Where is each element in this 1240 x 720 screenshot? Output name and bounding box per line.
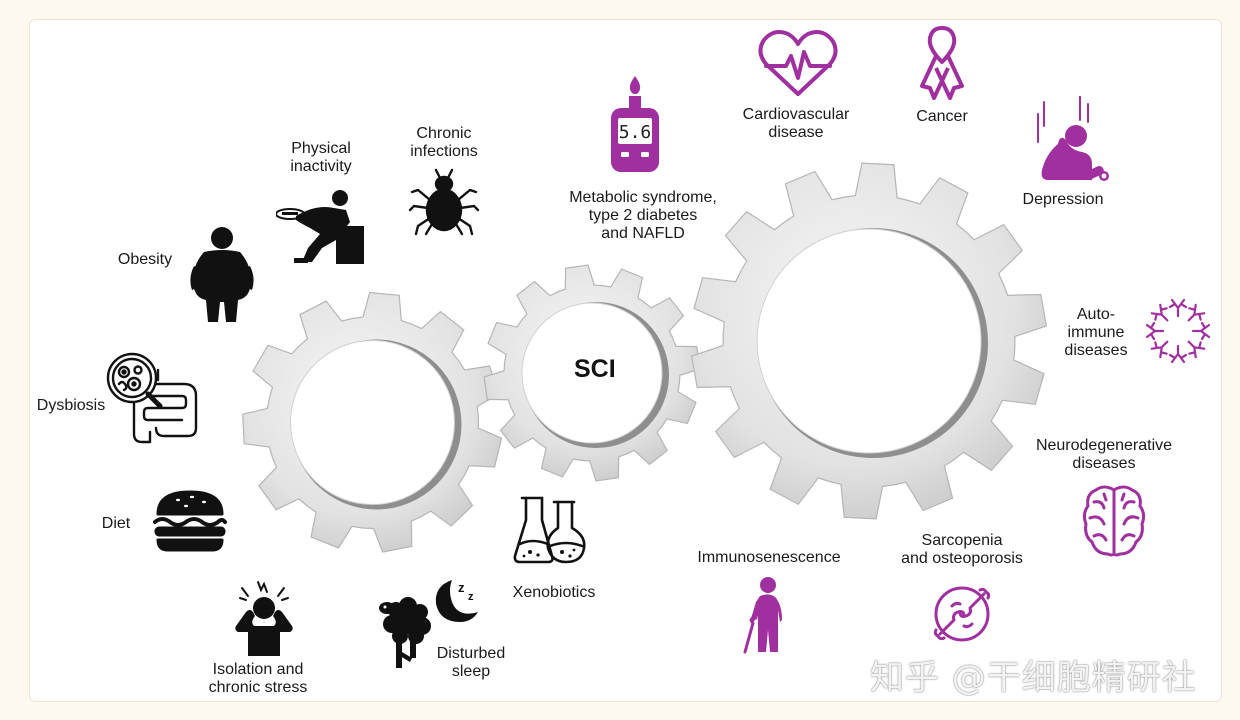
antibody-icon [1168,344,1188,364]
antibody-icon [1191,321,1211,341]
brain-icon [1082,485,1146,557]
elderly-person-icon [743,577,782,654]
stressed-person-icon [235,581,293,656]
label-diet: Diet [101,515,131,532]
label-dysbiosis: Dysbiosis [36,397,106,414]
svg-text:z: z [468,591,474,603]
label-metabolic: Metabolic syndrome, type 2 diabetes and … [569,189,717,242]
left-gear [242,291,503,553]
tick-icon [408,168,480,236]
label-neurodegenerative: Neurodegenerative diseases [1035,437,1173,472]
label-immunosenescence: Immunosenescence [697,549,841,566]
awareness-ribbon-icon [920,26,964,100]
glucometer-reading: 5.6 [619,122,652,143]
moon-icon: z z [435,580,478,622]
label-physical-inactivity: Physical inactivity [290,140,352,175]
antibody-icon [1150,340,1169,359]
label-autoimmune: Auto- immune diseases [1064,306,1128,359]
antibody-icon [1187,340,1206,359]
gear-hole [521,302,663,444]
glucometer-icon: 5.6 [611,76,659,172]
antibody-icon [1168,298,1188,318]
label-sarcopenia: Sarcopenia and osteoporosis [901,532,1023,567]
bone-joint-icon [933,586,991,642]
heart-pulse-icon [758,30,838,96]
sheep-icon [379,597,431,668]
watermark: 知乎 @干细胞精研社 [870,658,1197,698]
label-disturbed-sleep: Disturbed sleep [436,645,506,680]
obese-person-icon [190,227,254,322]
label-cardiovascular: Cardiovascular disease [742,106,850,141]
antibody-icon [1150,303,1169,322]
gear-hole [290,340,455,505]
center-gear [483,264,701,482]
center-gear-label: SCI [574,355,616,383]
gear-hole [756,228,982,454]
label-obesity: Obesity [117,251,173,268]
hamburger-icon [153,490,227,552]
label-chronic-infections: Chronic infections [410,125,478,160]
gut-bacteria-icon [106,352,198,444]
antibodies-ring-icon [1145,298,1211,364]
antibody-icon [1187,303,1206,322]
depressed-person-icon [1037,96,1109,181]
svg-text:z: z [458,580,465,595]
right-gear [690,162,1048,520]
label-cancer: Cancer [916,108,968,125]
label-isolation: Isolation and chronic stress [208,661,308,696]
label-depression: Depression [1022,191,1104,208]
couch-potato-icon [276,190,364,264]
flasks-icon [513,496,586,564]
label-xenobiotics: Xenobiotics [512,584,596,601]
antibody-icon [1145,321,1165,341]
